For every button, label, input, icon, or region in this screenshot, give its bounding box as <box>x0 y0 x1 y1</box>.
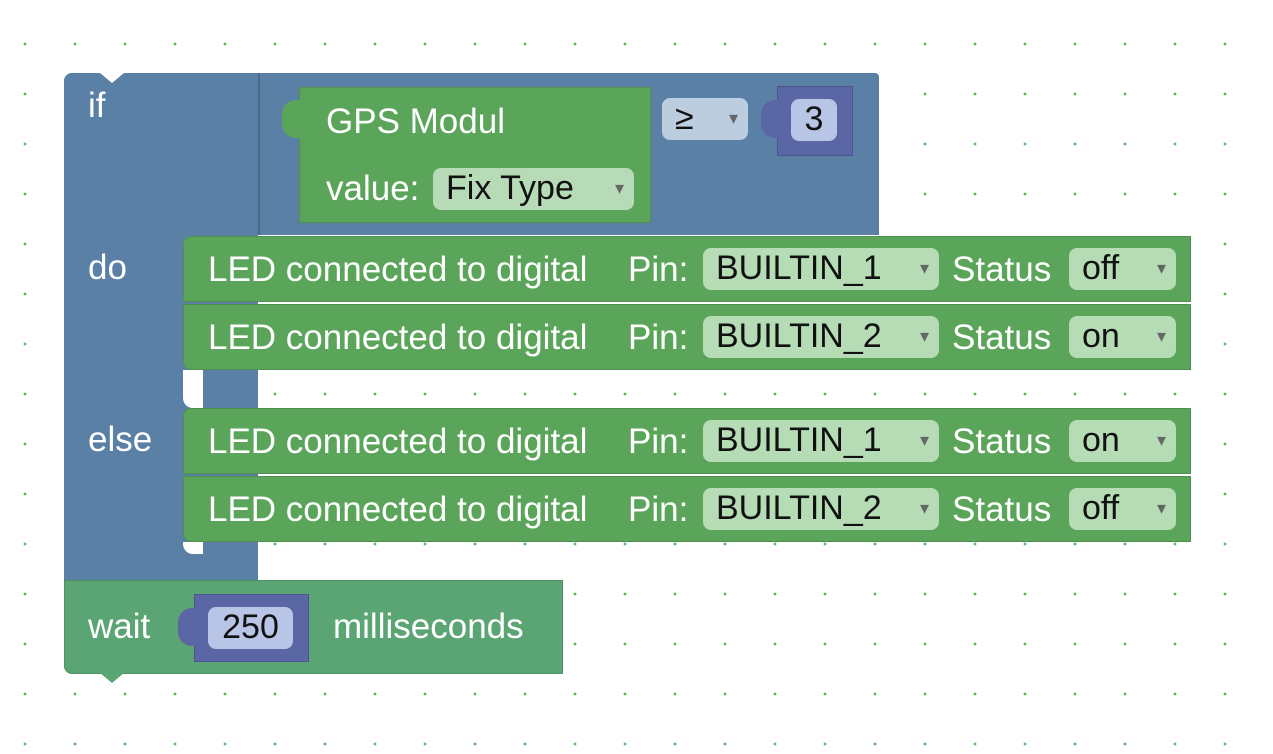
led-block-label: LED connected to digital <box>208 422 588 461</box>
chevron-down-icon: ▾ <box>919 430 929 450</box>
led-block-label: LED connected to digital <box>208 318 588 357</box>
if-label: if <box>88 86 106 125</box>
led-block[interactable] <box>183 304 1191 370</box>
led-status-dropdown[interactable]: on ▾ <box>1069 316 1176 358</box>
led-block-label: LED connected to digital <box>208 490 588 529</box>
wait-block-notch <box>100 673 124 683</box>
led-pin-value: BUILTIN_1 <box>716 421 882 459</box>
chevron-down-icon: ▾ <box>1156 326 1166 346</box>
led-pin-dropdown[interactable]: BUILTIN_2 ▾ <box>703 316 939 358</box>
led-pin-dropdown[interactable]: BUILTIN_1 ▾ <box>703 420 939 462</box>
led-pin-label: Pin: <box>628 422 689 461</box>
wait-label: wait <box>88 607 151 646</box>
do-label: do <box>88 248 127 287</box>
operator-value: ≥ <box>675 99 694 137</box>
number-block-connector <box>761 100 781 138</box>
chevron-down-icon: ▾ <box>919 498 929 518</box>
led-pin-label: Pin: <box>628 490 689 529</box>
led-status-value: on <box>1082 317 1120 355</box>
chevron-down-icon: ▾ <box>1156 258 1166 278</box>
gps-sensor-label: GPS Modul <box>326 102 505 141</box>
gps-value-label: value: <box>326 169 420 208</box>
led-pin-label: Pin: <box>628 318 689 357</box>
duration-input[interactable]: 250 <box>208 607 293 649</box>
led-status-label: Status <box>952 490 1052 529</box>
led-block[interactable] <box>183 408 1191 474</box>
chevron-down-icon: ▾ <box>1156 498 1166 518</box>
led-status-label: Status <box>952 250 1052 289</box>
led-pin-dropdown[interactable]: BUILTIN_1 ▾ <box>703 248 939 290</box>
led-block[interactable] <box>183 236 1191 302</box>
number-input[interactable]: 3 <box>791 99 837 141</box>
chevron-down-icon: ▾ <box>728 108 738 128</box>
led-status-value: on <box>1082 421 1120 459</box>
operator-dropdown[interactable]: ≥ ▾ <box>662 98 748 140</box>
led-status-dropdown[interactable]: off ▾ <box>1069 248 1176 290</box>
led-status-dropdown[interactable]: on ▾ <box>1069 420 1176 462</box>
else-gap-white <box>183 542 203 554</box>
wait-block[interactable] <box>64 580 563 674</box>
chevron-down-icon: ▾ <box>919 258 929 278</box>
duration-block-connector <box>178 608 198 646</box>
led-status-value: off <box>1082 489 1120 527</box>
led-pin-value: BUILTIN_1 <box>716 249 882 287</box>
led-status-label: Status <box>952 422 1052 461</box>
milliseconds-label: milliseconds <box>333 607 524 646</box>
led-pin-value: BUILTIN_2 <box>716 317 882 355</box>
led-block-label: LED connected to digital <box>208 250 588 289</box>
do-gap-white <box>183 370 203 408</box>
led-block[interactable] <box>183 476 1191 542</box>
gps-value-option: Fix Type <box>446 169 574 207</box>
gps-sensor-connector <box>282 100 302 138</box>
led-status-dropdown[interactable]: off ▾ <box>1069 488 1176 530</box>
chevron-down-icon: ▾ <box>919 326 929 346</box>
led-status-label: Status <box>952 318 1052 357</box>
if-block-notch <box>100 73 124 83</box>
gps-value-dropdown[interactable]: Fix Type ▾ <box>433 168 634 210</box>
led-pin-value: BUILTIN_2 <box>716 489 882 527</box>
condition-slot <box>258 73 260 235</box>
led-pin-dropdown[interactable]: BUILTIN_2 ▾ <box>703 488 939 530</box>
led-status-value: off <box>1082 249 1120 287</box>
chevron-down-icon: ▾ <box>1156 430 1166 450</box>
chevron-down-icon: ▾ <box>614 178 624 198</box>
led-pin-label: Pin: <box>628 250 689 289</box>
else-label: else <box>88 420 153 459</box>
